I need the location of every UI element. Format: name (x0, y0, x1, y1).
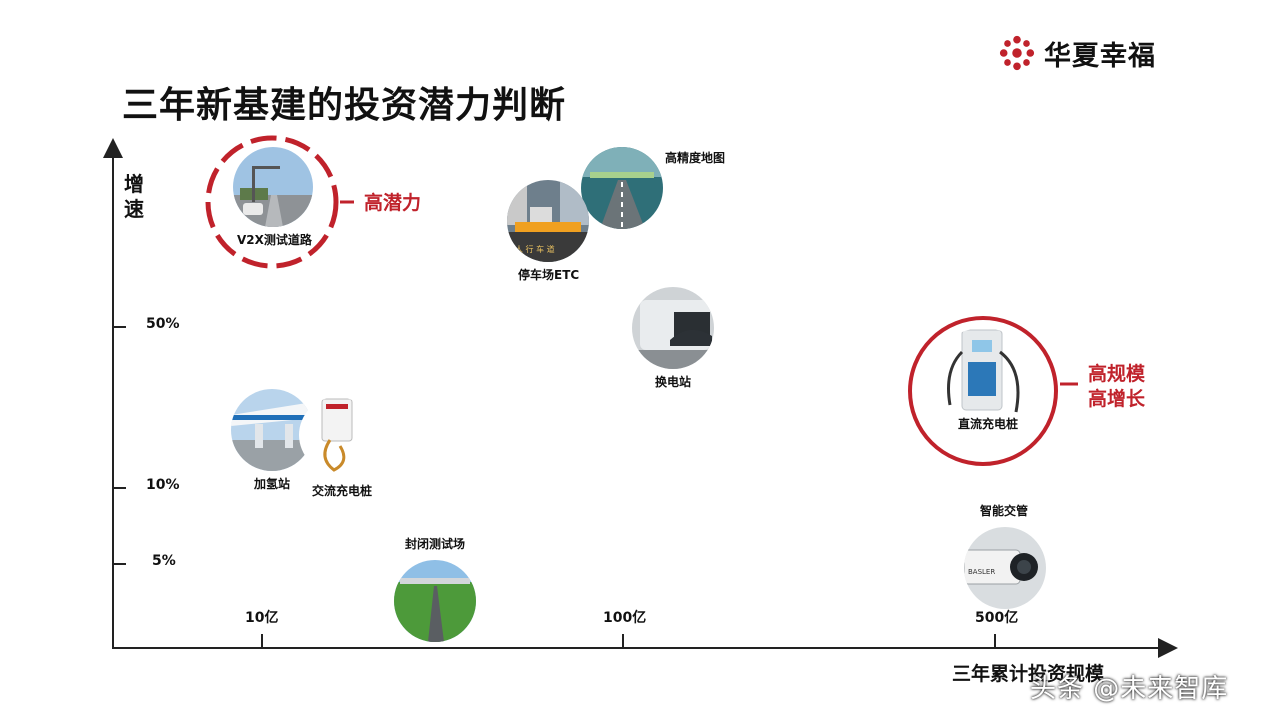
logo-text: 华夏幸福 (1044, 40, 1156, 72)
point-v2x-road: V2X测试道路 (233, 147, 313, 247)
dc-charger-photo (928, 328, 1038, 438)
high-scale-tag-line2: 高增长 (1088, 387, 1146, 410)
point-smart-traffic: 智能交管 BASLER (964, 503, 1046, 609)
ac-charger-photo (299, 397, 375, 473)
smart-traffic-photo: BASLER (964, 527, 1046, 609)
brand-logo: 华夏幸福 (998, 33, 1156, 73)
x-axis-label: 三年累计投资规模 (952, 663, 1105, 685)
x-tick-label: 100亿 (603, 609, 646, 626)
point-label: 换电站 (655, 374, 691, 389)
point-hd-map: 高精度地图 (581, 147, 725, 229)
point-label: 交流充电桩 (312, 483, 372, 498)
y-axis-label: 增速 (124, 172, 144, 221)
y-tick-label: 10% (146, 477, 180, 493)
high-scale-ring (908, 316, 1058, 466)
svg-text:BASLER: BASLER (968, 568, 995, 576)
v2x-road-photo (233, 147, 313, 227)
point-parking-etc: 人 行 车 道 停车场ETC (507, 180, 589, 282)
parking-etc-photo: 人 行 车 道 (507, 180, 589, 262)
x-tick-label: 500亿 (975, 609, 1018, 626)
battery-swap-photo (632, 287, 714, 369)
high-potential-ring (205, 135, 339, 269)
closed-test-site-photo (394, 560, 476, 642)
x-tick-label: 10亿 (245, 609, 278, 626)
point-closed-test-site: 封闭测试场 (394, 536, 476, 642)
point-label: 智能交管 (979, 503, 1028, 518)
point-label: 停车场ETC (518, 267, 579, 282)
point-label: 直流充电桩 (958, 416, 1018, 431)
high-scale-tag-line1: 高规模 (1088, 362, 1146, 385)
point-label: 加氢站 (253, 476, 290, 491)
y-tick-label: 5% (152, 553, 176, 569)
watermark: 头条 @未来智库 (1030, 674, 1229, 704)
point-dc-charger: 直流充电桩 (928, 328, 1038, 438)
high-potential-tag: 高潜力 (364, 191, 421, 214)
point-ac-charger: 交流充电桩 (299, 397, 375, 498)
point-label: V2X测试道路 (237, 232, 313, 247)
y-tick-label: 50% (146, 316, 180, 332)
page-title: 三年新基建的投资潜力判断 (122, 85, 567, 126)
point-battery-swap: 换电站 (632, 287, 714, 389)
point-label: 封闭测试场 (405, 536, 465, 551)
point-label: 高精度地图 (665, 150, 725, 165)
hd-map-photo (581, 147, 663, 229)
flower-logo-icon (999, 35, 1035, 71)
svg-text:人 行 车 道: 人 行 车 道 (515, 244, 555, 254)
